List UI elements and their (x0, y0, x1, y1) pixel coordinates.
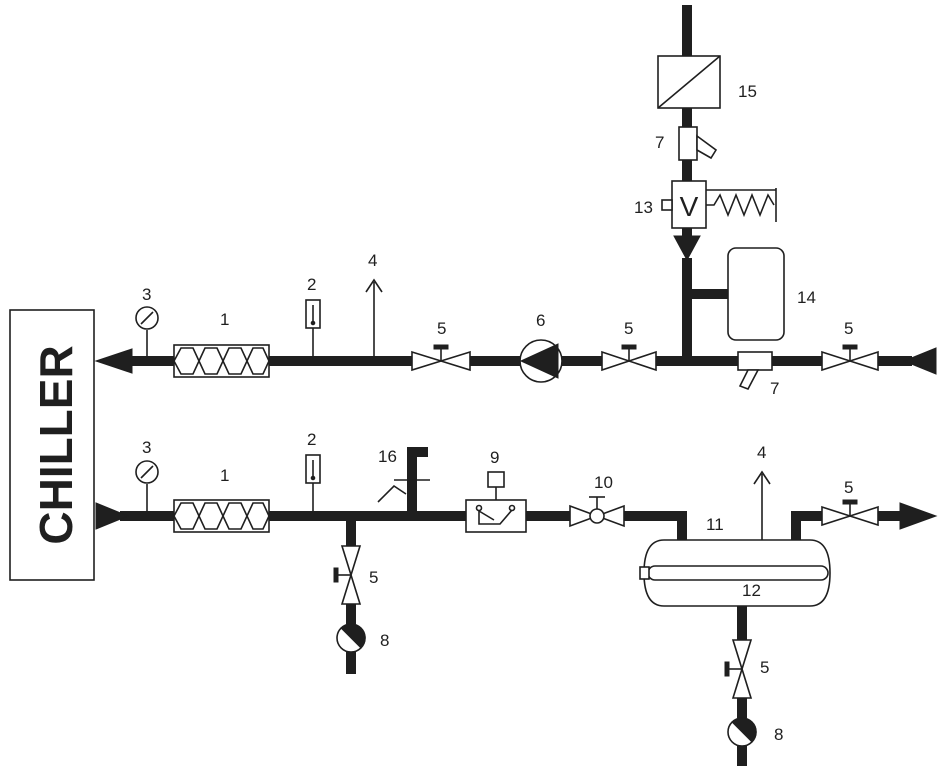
buffer-tank: 11 12 (639, 515, 831, 607)
label-5-upper-1: 5 (437, 319, 446, 338)
label-4-upper: 4 (368, 251, 377, 270)
flow-arrow-supply-outlet (899, 502, 938, 530)
shutoff-valve-upper-2: 5 (601, 319, 657, 372)
label-13: 13 (634, 198, 653, 217)
label-1-lower: 1 (220, 466, 229, 485)
air-vent-upper: 4 (365, 251, 383, 356)
water-treatment-filter: 15 (657, 55, 757, 109)
bellows-lower: 1 (173, 466, 270, 533)
flow-arrow-into-chiller (94, 348, 133, 374)
thermometer-upper: 2 (305, 275, 321, 356)
drain-tank: 8 (727, 717, 783, 747)
expansion-vessel: 14 (727, 247, 816, 341)
flow-arrow-out-of-chiller (95, 502, 130, 530)
shutoff-valve-upper-1: 5 (411, 319, 471, 372)
label-10: 10 (594, 473, 613, 492)
fill-valve: V 13 (634, 180, 777, 229)
label-7-upper: 7 (655, 133, 664, 152)
label-7-lower: 7 (770, 379, 779, 398)
bellows-upper: 1 (173, 310, 270, 378)
label-8-tank: 8 (774, 725, 783, 744)
label-15: 15 (738, 82, 757, 101)
fill-connection: 16 (377, 447, 430, 503)
strainer-vertical: 7 (655, 126, 718, 161)
thermometer-lower: 2 (305, 430, 321, 511)
balancing-valve: 10 (569, 473, 625, 528)
label-12: 12 (742, 581, 761, 600)
riser-pipe (673, 5, 730, 366)
flow-arrow-return-inlet (902, 347, 937, 375)
strainer-horizontal: 7 (737, 351, 779, 398)
pressure-gauge-upper: 3 (135, 285, 159, 358)
label-14: 14 (797, 288, 816, 307)
label-3-lower: 3 (142, 438, 151, 457)
flow-switch: 9 (465, 448, 527, 533)
shutoff-valve-lower-outlet: 5 (821, 478, 879, 527)
label-5-upper-3: 5 (844, 319, 853, 338)
shutoff-valve-drain-left: 5 (333, 545, 378, 605)
label-2-upper: 2 (307, 275, 316, 294)
shutoff-valve-drain-tank: 5 (724, 639, 769, 699)
shutoff-valve-upper-3: 5 (821, 319, 879, 372)
label-9: 9 (490, 448, 499, 467)
drain-left: 8 (336, 623, 389, 653)
air-vent-lower: 4 (753, 443, 771, 540)
label-5-upper-2: 5 (624, 319, 633, 338)
label-16: 16 (378, 447, 397, 466)
label-2-lower: 2 (307, 430, 316, 449)
label-6: 6 (536, 311, 545, 330)
label-3-upper: 3 (142, 285, 151, 304)
valve-letter: V (680, 191, 699, 222)
label-4-lower: 4 (757, 443, 766, 462)
label-5-lower-outlet: 5 (844, 478, 853, 497)
flow-arrow-down-riser (673, 235, 701, 262)
label-5-drain-left: 5 (369, 568, 378, 587)
circulation-pump: 6 (519, 311, 563, 383)
spring-icon (706, 192, 775, 218)
label-11: 11 (706, 515, 724, 534)
label-1-upper: 1 (220, 310, 229, 329)
pressure-gauge-lower: 3 (135, 438, 159, 512)
chiller-label: CHILLER (30, 345, 82, 544)
label-8-left: 8 (380, 631, 389, 650)
label-5-drain-tank: 5 (760, 658, 769, 677)
chiller-unit: CHILLER (9, 309, 95, 581)
